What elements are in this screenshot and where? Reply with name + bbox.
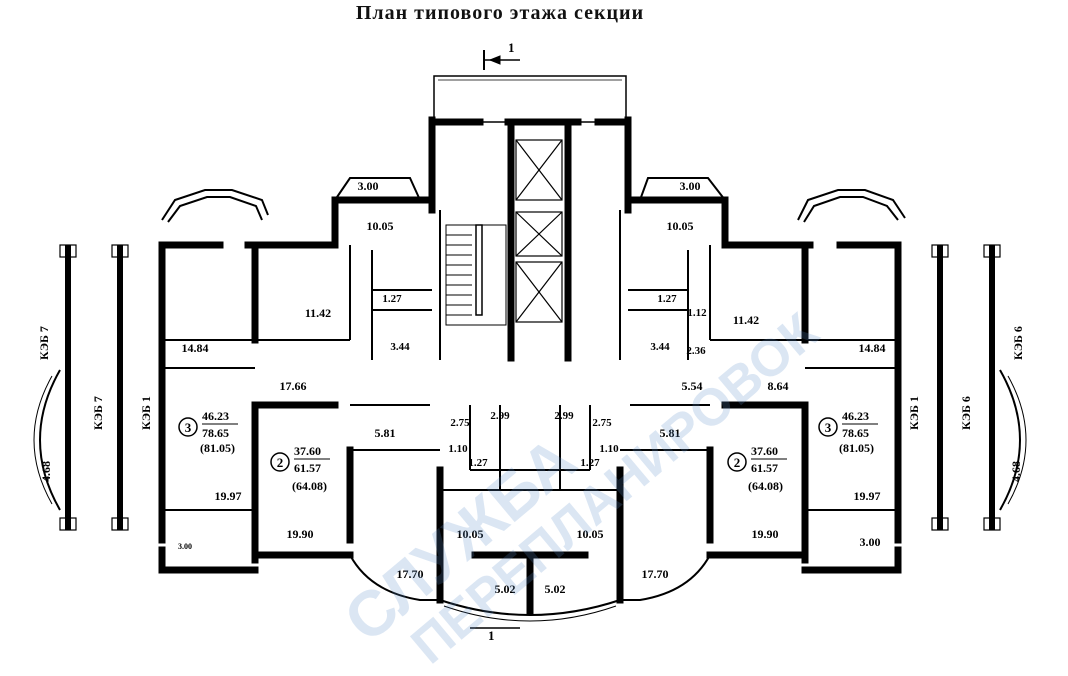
- area-room-c-right: 19.90: [752, 527, 779, 541]
- area-hall-b-left: 5.81: [375, 426, 396, 440]
- apartment-4-total: 78.65: [842, 426, 869, 440]
- area-bath2-right: 3.44: [650, 341, 670, 353]
- apartment-3-total: 61.57: [751, 461, 778, 475]
- area-ws3-right: 1.10: [599, 443, 619, 455]
- apartment-2-rooms: 2: [277, 455, 284, 470]
- area-room-d-left: 17.70: [397, 567, 424, 581]
- apartment-badge-2: 2 37.60 61.57 (64.08): [270, 444, 330, 493]
- area-ws4-right: 1.27: [580, 457, 600, 469]
- apartment-2-with-loggia: (64.08): [292, 479, 327, 493]
- apartment-1-living: 46.23: [202, 409, 229, 423]
- area-bath-right: 1.27: [657, 293, 677, 305]
- bay-right-label: 4.68: [1009, 461, 1023, 482]
- area-loggia-left: 3.00: [178, 542, 192, 551]
- apartment-badge-3: 2 37.60 61.57 (64.08): [727, 444, 787, 493]
- apartment-badge-4: 3 46.23 78.65 (81.05): [818, 409, 878, 455]
- section-mark-bottom: 1: [488, 628, 495, 640]
- apartment-1-total: 78.65: [202, 426, 229, 440]
- area-bath3-right: 2.36: [686, 345, 706, 357]
- area-hall-b-right: 5.81: [660, 426, 681, 440]
- apartment-4-rooms: 3: [825, 420, 832, 435]
- area-ws3-left: 1.10: [448, 443, 468, 455]
- top-balcony: [433, 75, 627, 123]
- area-hall-a-left: 17.66: [280, 379, 307, 393]
- keb6-outer-label: КЭБ 6: [1011, 326, 1025, 360]
- apartment-2-living: 37.60: [294, 444, 321, 458]
- area-hall-a2-right: 8.64: [768, 379, 789, 393]
- area-room-b-right: 14.84: [859, 341, 886, 355]
- area-loggia-bottom-left: 5.02: [495, 582, 516, 596]
- apartment-3-with-loggia: (64.08): [748, 479, 783, 493]
- apartment-badge-1: 3 46.23 78.65 (81.05): [178, 409, 238, 455]
- area-kitchen-right-bottom: 10.05: [577, 527, 604, 541]
- area-loggia-right: 3.00: [860, 535, 881, 549]
- area-loggia-bottom-right: 5.02: [545, 582, 566, 596]
- section-mark-top: 1: [508, 40, 515, 55]
- apartment-1-with-loggia: (81.05): [200, 441, 235, 455]
- area-balcony-left: 3.00: [358, 179, 379, 193]
- area-balcony-right: 3.00: [680, 179, 701, 193]
- area-ws1-right: 2.75: [592, 417, 612, 429]
- bay-left-label: 4.68: [39, 461, 53, 482]
- floor-plan: 3.00 10.05 1.27 3.44 11.42 14.84 17.66 1…: [33, 40, 1027, 640]
- area-ws1-left: 2.75: [450, 417, 470, 429]
- keb7-outer-label: КЭБ 7: [37, 326, 51, 360]
- area-ws4-left: 1.27: [468, 457, 488, 469]
- area-room-d-right: 17.70: [642, 567, 669, 581]
- keb7-inner-label: КЭБ 7: [91, 396, 105, 430]
- area-ws2-right: 2.99: [554, 410, 574, 422]
- area-hall-a-right: 5.54: [682, 379, 703, 393]
- area-room-b-left: 14.84: [182, 341, 209, 355]
- area-kitchen-left-top: 10.05: [367, 219, 394, 233]
- apartment-2-total: 61.57: [294, 461, 321, 475]
- apartment-1-rooms: 3: [185, 420, 192, 435]
- apartment-4-with-loggia: (81.05): [839, 441, 874, 455]
- apartment-3-living: 37.60: [751, 444, 778, 458]
- area-ws2-left: 2.99: [490, 410, 510, 422]
- page-title: План типового этажа секции: [355, 2, 645, 24]
- area-bath-b-right: 1.12: [687, 307, 707, 319]
- keb6-inner-label: КЭБ 6: [959, 396, 973, 430]
- area-room-a-left: 11.42: [305, 306, 331, 320]
- area-room-big-left: 19.97: [215, 489, 242, 503]
- area-bath2-left: 3.44: [390, 341, 410, 353]
- area-room-a-right: 11.42: [733, 313, 759, 327]
- area-bath-left: 1.27: [382, 293, 402, 305]
- area-kitchen-left-bottom: 10.05: [457, 527, 484, 541]
- keb1-left-label: КЭБ 1: [139, 396, 153, 430]
- keb1-right-label: КЭБ 1: [907, 396, 921, 430]
- apartment-4-living: 46.23: [842, 409, 869, 423]
- area-kitchen-right-top: 10.05: [667, 219, 694, 233]
- area-room-big-right: 19.97: [854, 489, 881, 503]
- area-room-c-left: 19.90: [287, 527, 314, 541]
- apartment-3-rooms: 2: [734, 455, 741, 470]
